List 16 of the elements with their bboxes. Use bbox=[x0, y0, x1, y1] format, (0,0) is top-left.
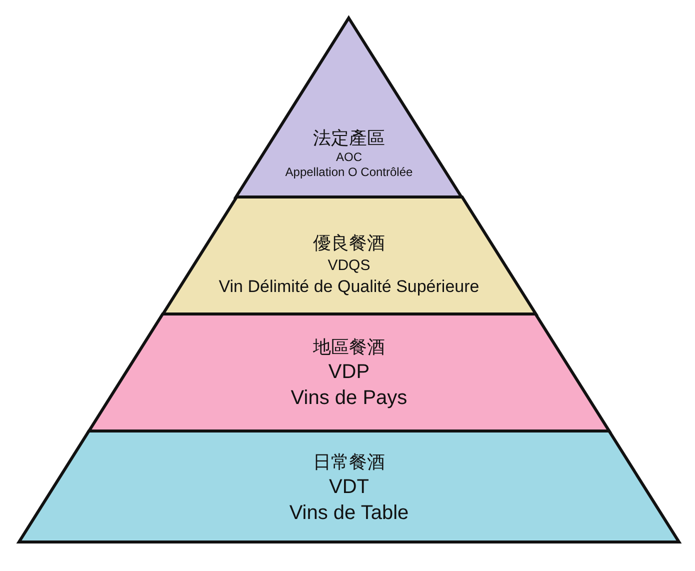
tier-label: VDT bbox=[328, 476, 369, 499]
tier-label: Vin Délimité de Qualité Supérieure bbox=[218, 276, 480, 296]
pyramid-tier bbox=[162, 197, 536, 314]
tier-label: 日常餐酒 bbox=[312, 452, 385, 473]
pyramid-tier bbox=[236, 18, 462, 197]
tier-label: AOC bbox=[336, 150, 362, 164]
tier-label: 地區餐酒 bbox=[312, 337, 385, 358]
pyramid-tier bbox=[19, 431, 679, 542]
tier-label: 優良餐酒 bbox=[312, 233, 385, 254]
tier-label: VDQS bbox=[328, 256, 370, 274]
tier-label: 法定產區 bbox=[312, 128, 385, 149]
tier-label: VDP bbox=[328, 360, 370, 384]
pyramid-tier bbox=[88, 314, 610, 431]
tier-label: Vins de Pays bbox=[290, 386, 408, 410]
tier-label: Vins de Table bbox=[289, 502, 409, 525]
tier-label: Appellation O Contrôlée bbox=[285, 166, 413, 180]
